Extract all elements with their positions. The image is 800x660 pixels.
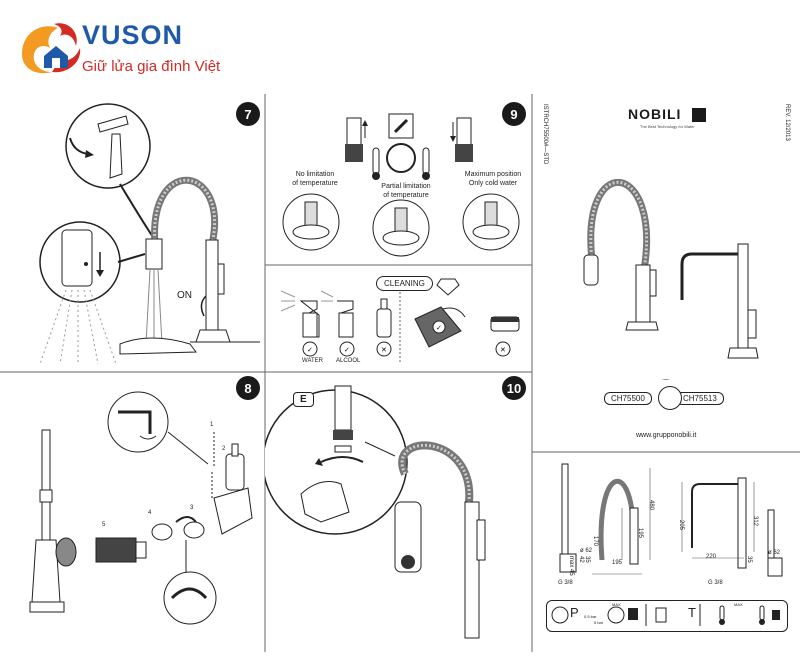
dim-62-a: ø 62 (580, 548, 593, 554)
dim-205: 205 (678, 520, 684, 531)
website: www.grupponobili.it (636, 432, 697, 439)
dim-35: 35 (584, 556, 590, 563)
svg-text:✓: ✓ (344, 347, 350, 354)
brand-tagline: Giữ lửa gia đình Việt (82, 58, 221, 75)
cover-faucets-illustration (583, 179, 759, 380)
dim-g38-b: G 3/8 (708, 580, 723, 586)
dim-42: 42 (578, 556, 584, 563)
cleaning-illustration: ✓ ✓ ✕ ✓ ✕ (280, 278, 520, 357)
caption-partial-limitation: Partial limitation of temperature (381, 183, 431, 199)
cleaning-water-label: WATER (302, 358, 323, 364)
dim-220: 220 (706, 554, 717, 560)
dim-195-b: 195 (612, 560, 623, 566)
svg-text:✓: ✓ (436, 325, 442, 332)
wrench-icon (658, 386, 682, 410)
model-ch75513: CH75513 (676, 392, 724, 405)
dim-312: 312 (752, 516, 758, 527)
step-10-badge: 10 (502, 376, 526, 400)
dim-62-b: ø 62 (768, 550, 781, 556)
step-7-badge: 7 (236, 102, 260, 126)
dim-170: 170 (592, 536, 598, 547)
dimension-drawings (559, 463, 783, 577)
part-5-label: 5 (102, 522, 106, 528)
cleaning-title: CLEANING (376, 276, 433, 291)
panel-8-illustration (29, 391, 253, 625)
caption-maximum-position: Maximum position Only cold water (464, 171, 522, 187)
step-9-badge: 9 (502, 102, 526, 126)
dim-35-b: 35 (746, 556, 752, 563)
spec-temp: T (688, 605, 696, 620)
dim-480: 480 (648, 500, 654, 511)
spec-icons (551, 604, 780, 626)
panel-7-illustration (39, 103, 260, 365)
nobili-mark-icon (692, 108, 706, 122)
spec-therm-max: MAX (734, 602, 743, 607)
svg-text:✕: ✕ (381, 347, 387, 354)
part-1-label: 1 (210, 422, 214, 428)
spec-pressure: P (570, 605, 579, 620)
brand-name: VUSON (82, 20, 184, 50)
model-ch75500: CH75500 (604, 392, 652, 405)
flame-house-icon (22, 23, 81, 74)
spec-bar: 0.5 bar (584, 614, 597, 619)
nobili-logo: NOBILI (628, 106, 682, 122)
dim-195-a: 195 (637, 528, 643, 539)
nobili-tagline: The Best Technology for Water (640, 124, 695, 129)
dim-g38-a: G 3/8 (558, 580, 573, 586)
step-8-badge: 8 (236, 376, 260, 400)
specs-strip (546, 600, 788, 632)
label-e: E (293, 392, 314, 407)
on-label: ON (177, 290, 192, 301)
part-2-label: 2 (222, 446, 226, 452)
panel-9-illustration (282, 113, 520, 257)
part-4-label: 4 (148, 510, 152, 516)
brand-logo (14, 14, 274, 84)
spec-max-label: MAX (612, 602, 621, 607)
dim-max45: max 45 (568, 556, 574, 576)
caption-no-limitation: No limitation of temperature (292, 171, 338, 187)
cleaning-alcool-label: ALCOOL (336, 358, 361, 364)
panel-10-illustration (265, 385, 486, 639)
svg-text:✓: ✓ (307, 347, 313, 354)
svg-text:✕: ✕ (500, 347, 506, 354)
part-3-label: 3 (190, 505, 194, 511)
spec-max-bar: 5 bar (594, 620, 604, 625)
